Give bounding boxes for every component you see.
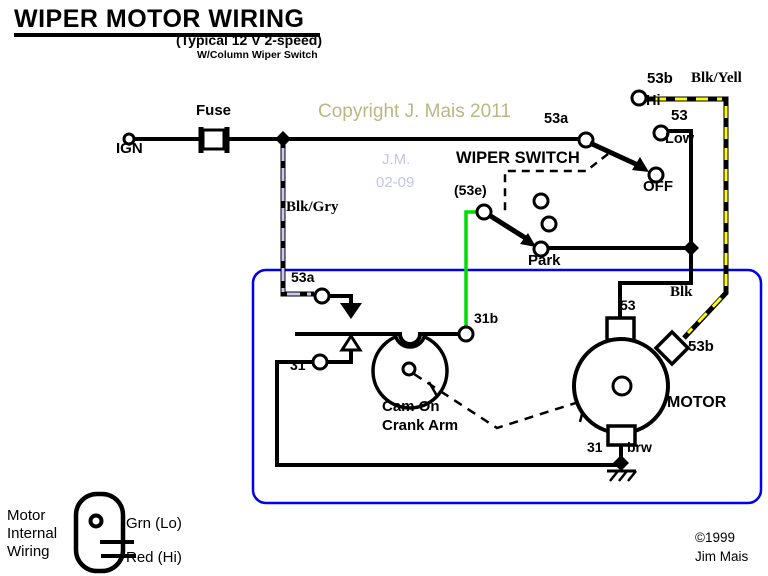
terminal-53a-box [313, 287, 331, 305]
top-53-label: 53 [671, 107, 688, 124]
park-contact-plate [295, 332, 459, 346]
switch-arm-53e-arrowhead [520, 233, 536, 247]
junction-dot-park [683, 240, 699, 256]
internal-wiring-label-1: Motor [7, 507, 46, 524]
low-label: Low [665, 131, 694, 147]
motor-31-label: 31 [587, 439, 603, 455]
31b-label: 31b [474, 310, 499, 326]
motor-53-label: 53 [620, 297, 636, 313]
low-53-wire [618, 129, 693, 318]
blk-yell-wire [646, 96, 729, 340]
terminal-53a-switch [577, 131, 595, 149]
switch-arm-53a-arrowhead [632, 157, 649, 172]
motor-icon [572, 316, 691, 447]
cam-on-label: Cam On [382, 398, 440, 415]
fuse-icon [198, 127, 230, 153]
terminal-spare-2 [540, 215, 558, 233]
terminal-31-left [311, 353, 329, 371]
park-label: Park [528, 252, 561, 269]
cam-icon [371, 317, 449, 410]
up-arrow-contact-icon [339, 333, 363, 352]
internal-wiring-label-2: Internal [7, 525, 58, 542]
red-hi-label: Red (Hi) [126, 549, 182, 566]
credit-year: ©1999 [695, 530, 735, 545]
motor-53b-label: 53b [688, 338, 714, 355]
motor-enclosure-box [251, 268, 763, 505]
terminal-low [652, 124, 670, 142]
hi-label: Hi [646, 93, 661, 109]
ign-terminal [122, 132, 136, 146]
switch-arm-53a [588, 140, 640, 168]
terminal-hi [630, 89, 648, 107]
terminal-spare-1 [532, 192, 550, 210]
53e-label: (53e) [454, 182, 487, 198]
off-label: OFF [643, 178, 673, 195]
ground-icon [607, 463, 637, 482]
crank-arm-label: Crank Arm [382, 417, 459, 434]
wiper-switch-label: WIPER SWITCH [456, 149, 580, 167]
date-watermark: 02-09 [376, 174, 415, 191]
blk-yell-label: Blk/Yell [691, 70, 742, 86]
internal-wiring-capsule-icon [73, 491, 136, 574]
wire-31-ground-run [275, 350, 619, 467]
motor-label: MOTOR [667, 394, 727, 411]
blk-gry-wire [280, 139, 314, 297]
green-31b-wire [464, 210, 477, 327]
grn-lo-label: Grn (Lo) [126, 515, 182, 532]
terminal-31b [457, 325, 475, 343]
switch-linkage-dashed [503, 153, 609, 212]
credit-name: Jim Mais [695, 549, 749, 564]
wire-53a-arrow [329, 294, 353, 303]
fuse-label: Fuse [196, 102, 232, 119]
page-title: WIPER MOTOR WIRING [14, 6, 321, 38]
brw-label: brw [627, 439, 652, 455]
subtitle-voltage: (Typical 12 V 2-speed) [176, 32, 323, 48]
subtitle-column: W/Column Wiper Switch [197, 49, 318, 61]
copyright-watermark: Copyright J. Mais 2011 [318, 101, 511, 122]
box-53a-label: 53a [291, 269, 315, 285]
down-arrow-contact-icon [340, 303, 362, 319]
terminal-off [647, 166, 665, 184]
terminal-53e [475, 203, 493, 221]
31-label: 31 [290, 357, 306, 373]
internal-wiring-label-3: Wiring [7, 543, 50, 560]
switch-arm-53e [487, 212, 529, 242]
ign-label: IGN [116, 140, 143, 157]
initials-watermark: J.M. [382, 151, 411, 168]
switch-53a-label: 53a [544, 111, 569, 127]
blk-gry-label: Blk/Gry [286, 199, 339, 215]
blk-label: Blk [670, 284, 693, 300]
top-53b-label: 53b [647, 70, 673, 87]
